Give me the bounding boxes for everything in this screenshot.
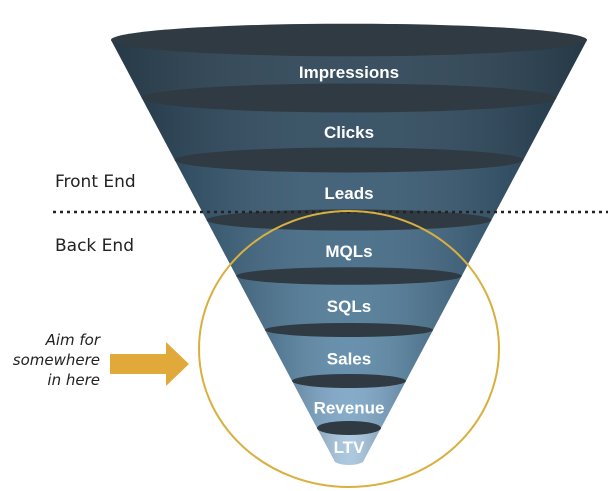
stage-rim bbox=[206, 209, 492, 231]
stage-rim bbox=[111, 23, 587, 57]
stage-rim bbox=[174, 147, 524, 173]
callout-text: Aim for somewhere in here bbox=[4, 330, 100, 390]
stage-label: LTV bbox=[334, 438, 366, 457]
back-end-label: Back End bbox=[55, 236, 134, 256]
stage-label: Leads bbox=[324, 184, 373, 203]
stage-shading bbox=[236, 269, 462, 336]
stage-rim bbox=[292, 374, 406, 388]
funnel-stage: Sales bbox=[264, 322, 434, 386]
stage-shading bbox=[264, 324, 434, 386]
callout-line: Aim for bbox=[45, 331, 100, 349]
stage-label: Clicks bbox=[324, 123, 374, 142]
stage-shading bbox=[206, 211, 492, 283]
stage-rim bbox=[264, 322, 434, 338]
stage-rim bbox=[317, 421, 381, 435]
stage-label: Sales bbox=[327, 350, 371, 369]
front-end-label: Front End bbox=[55, 172, 136, 192]
stage-label: MQLs bbox=[325, 242, 372, 261]
funnel-stage: Leads bbox=[174, 147, 524, 229]
stage-rim bbox=[236, 267, 462, 285]
funnel-stage: Clicks bbox=[141, 83, 557, 171]
stage-label: SQLs bbox=[327, 297, 371, 316]
funnel-stage: SQLs bbox=[236, 267, 462, 336]
funnel-stage: MQLs bbox=[206, 209, 492, 283]
stage-rim bbox=[141, 83, 557, 113]
funnel: ImpressionsClicksLeadsMQLsSQLsSalesReven… bbox=[111, 23, 587, 465]
callout-line: somewhere bbox=[12, 351, 100, 369]
funnel-stage: Revenue bbox=[292, 374, 406, 433]
stage-label: Revenue bbox=[314, 399, 385, 418]
stage-shading bbox=[292, 375, 406, 433]
arrow-right-icon bbox=[110, 342, 189, 386]
stage-label: Impressions bbox=[299, 63, 399, 82]
funnel-stage: LTV bbox=[317, 421, 381, 465]
callout-line: in here bbox=[47, 371, 100, 389]
target-zone-circle bbox=[198, 210, 500, 488]
